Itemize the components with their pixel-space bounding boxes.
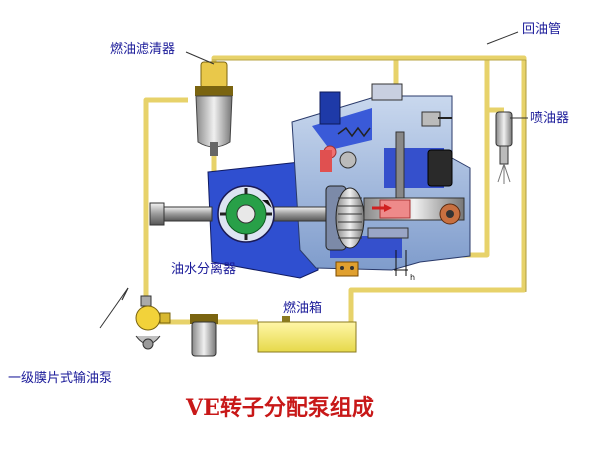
distributor-plunger xyxy=(363,197,465,276)
label-feed-pump: 一级膜片式输油泵 xyxy=(8,370,112,386)
fuel-filter xyxy=(195,61,233,156)
label-h-mark: h xyxy=(410,273,415,282)
label-return-pipe: 回油管 xyxy=(522,22,561,37)
cam-plate xyxy=(325,185,365,277)
diagram-title: VE转子分配泵组成 xyxy=(185,395,374,421)
label-fuel-filter: 燃油滤清器 xyxy=(110,41,175,57)
pipe-outlines xyxy=(212,59,527,292)
diaphragm-feed-pump xyxy=(121,287,171,350)
fuel-tank xyxy=(257,316,357,353)
oil-water-separator xyxy=(190,314,218,357)
leader-lines xyxy=(99,31,528,329)
label-fuel-tank: 燃油箱 xyxy=(283,300,322,316)
vane-pump-rotor xyxy=(217,185,275,243)
label-injector: 喷油器 xyxy=(530,111,569,126)
drive-shaft xyxy=(149,202,335,226)
injector xyxy=(495,111,513,184)
label-oil-water-separator: 油水分离器 xyxy=(171,261,236,277)
